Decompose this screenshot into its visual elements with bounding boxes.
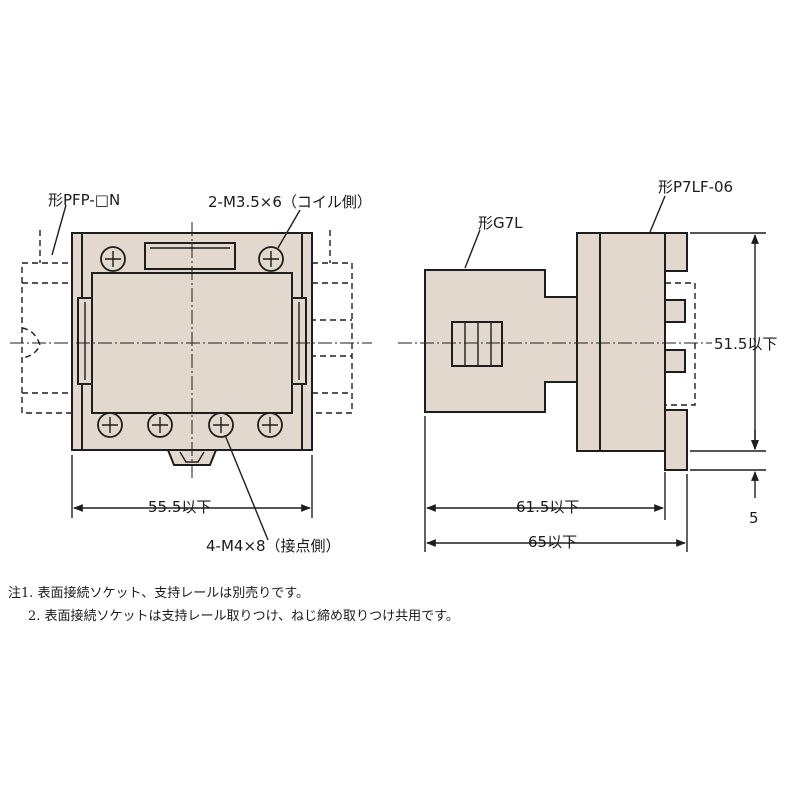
dimension-width xyxy=(71,455,313,518)
coil-screw-right xyxy=(258,246,284,272)
contact-screws xyxy=(97,412,283,438)
dimension-offset-label: 5 xyxy=(749,509,759,527)
leader-contact-screw xyxy=(224,434,269,541)
leader-socket-side xyxy=(649,195,666,233)
coil-screw-left xyxy=(100,246,126,272)
note-2: 2. 表面接続ソケットは支持レール取りつけ、ねじ締め取りつけ共用です。 xyxy=(28,608,459,624)
din-hook xyxy=(166,449,218,466)
dimension-depth-body xyxy=(424,416,666,552)
side-view xyxy=(398,232,712,471)
contact-screw-label: 4-M4×8（接点側） xyxy=(206,537,341,555)
socket-terminals-side xyxy=(664,299,686,373)
socket-model-label: 形PFP-□N xyxy=(48,191,120,209)
dimension-depth-total xyxy=(426,474,688,552)
socket-side-body xyxy=(576,232,666,452)
relay-terminal-side xyxy=(451,321,503,367)
socket-side-model-label: 形P7LF-06 xyxy=(658,178,733,196)
dimension-depth-body-label: 61.5以下 xyxy=(516,498,579,516)
coil-window xyxy=(144,242,236,270)
dimension-width-label: 55.5以下 xyxy=(148,498,211,516)
leader-coil-screw xyxy=(277,209,301,249)
side-clips xyxy=(77,297,307,385)
dimension-height xyxy=(690,232,766,498)
relay-model-label: 形G7L xyxy=(478,214,523,232)
coil-screw-label: 2-M3.5×6（コイル側） xyxy=(208,193,372,211)
note-1: 注1. 表面接続ソケット、支持レールは別売りです。 xyxy=(8,585,309,601)
dimension-depth-total-label: 65以下 xyxy=(528,533,577,551)
leader-socket xyxy=(51,204,67,256)
dimension-height-label: 51.5以下 xyxy=(714,335,777,353)
rail-profile xyxy=(664,232,688,272)
front-view xyxy=(10,222,372,478)
leader-relay xyxy=(464,229,481,269)
